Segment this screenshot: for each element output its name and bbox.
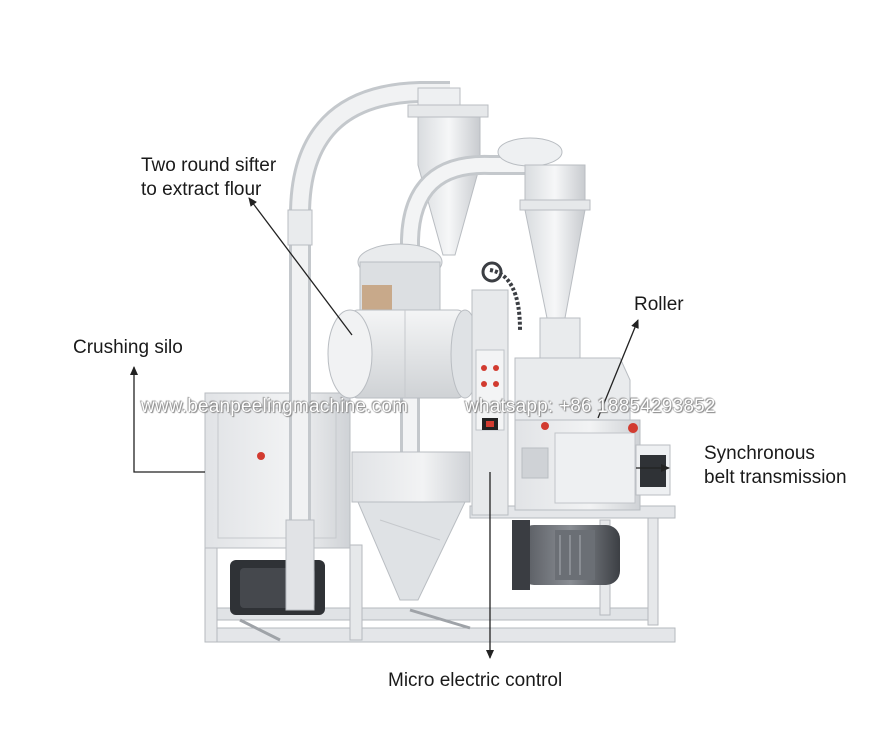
sifter-arrow xyxy=(248,197,353,336)
crushing-silo-label: Crushing silo xyxy=(73,337,183,358)
lower-hopper xyxy=(351,451,471,601)
website-watermark: www.beanpeelingmachine.com xyxy=(141,396,409,417)
roller-label: Roller xyxy=(634,294,684,315)
roller-mill-unit xyxy=(514,357,671,511)
micro-control-label: Micro electric control xyxy=(388,670,563,691)
whatsapp-watermark: whatsapp: +86 18854293852 xyxy=(465,396,716,417)
synchronous-label-line1: Synchronous xyxy=(704,443,815,464)
chain-drive xyxy=(481,261,522,331)
round-sifter-cylinder xyxy=(327,309,480,399)
silo-indicator-light xyxy=(257,452,265,460)
synchronous-label-line2: belt transmission xyxy=(704,467,847,488)
sifter-label-line1: Two round sifter xyxy=(141,155,277,176)
right-cyclone xyxy=(497,137,591,359)
sifter-label-line2: to extract flour xyxy=(141,179,262,200)
silo-arrow xyxy=(130,366,205,473)
pointer-arrows xyxy=(130,197,670,659)
main-motor xyxy=(512,520,620,590)
left-arch-pipe xyxy=(285,81,450,611)
crushing-silo-cabinet xyxy=(204,392,351,615)
roller-arrow xyxy=(597,319,639,419)
right-arch-pipe xyxy=(400,154,540,590)
